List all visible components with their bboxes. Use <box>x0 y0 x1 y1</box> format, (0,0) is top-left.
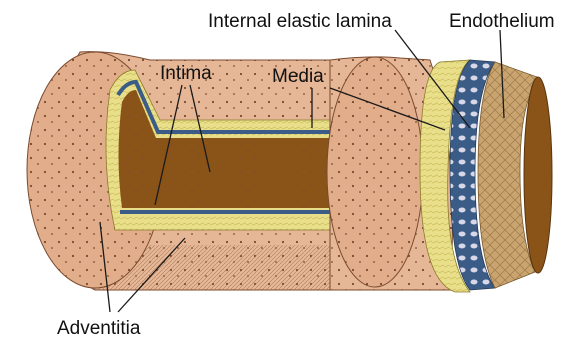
lumen-opening <box>524 77 552 273</box>
label-media: Media <box>272 66 324 87</box>
right-vessel-segment <box>327 57 552 292</box>
label-internal-elastic-lamina: Internal elastic lamina <box>208 11 392 32</box>
label-adventitia: Adventitia <box>57 318 141 339</box>
label-intima: Intima <box>160 63 212 84</box>
label-endothelium: Endothelium <box>449 11 555 32</box>
